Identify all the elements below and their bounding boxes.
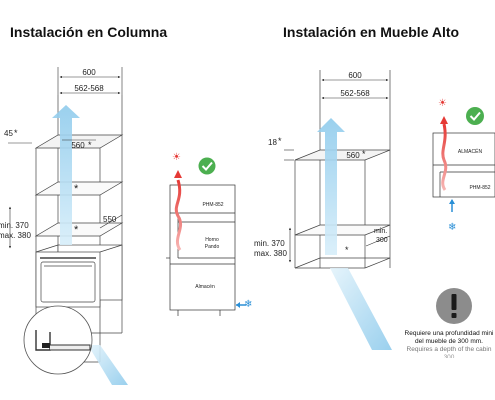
wall-dimension-lines <box>284 78 391 263</box>
column-hot-icon: ☀ <box>172 152 181 163</box>
column-dimension-lines <box>8 67 123 249</box>
column-depth-mid: 550 <box>103 215 117 224</box>
wall-ok-icon <box>466 107 484 125</box>
column-width-outer: 600 <box>82 68 96 77</box>
column-height-45: 45 <box>4 129 13 138</box>
column-detail-label-mid2: Pando <box>205 244 220 250</box>
notice-line-4: 300 <box>443 354 455 358</box>
wall-max-label: max. 380 <box>254 249 287 258</box>
wall-width-inner: 562-568 <box>340 89 370 98</box>
wall-asterisk-18: * <box>278 136 282 146</box>
wall-min-label: min. 370 <box>254 239 285 248</box>
column-asterisk-2: * <box>74 183 79 195</box>
wall-asterisk-low: * <box>345 245 349 255</box>
wall-detail-label-mid: PHM-852 <box>469 185 490 191</box>
column-hot-air <box>174 179 183 251</box>
column-cold-icon: ❄ <box>244 299 252 310</box>
wall-hot-icon: ☀ <box>438 98 447 109</box>
wall-hot-air <box>441 123 448 191</box>
column-airflow-up <box>52 105 80 245</box>
notice-line-1: Requiere una profundidad mini <box>404 330 494 337</box>
column-asterisk-1: * <box>88 140 92 150</box>
notice-line-3: Requires a depth of the cabin <box>406 346 492 353</box>
column-detail-label-top: PHM-852 <box>202 202 223 208</box>
wall-width-outer: 600 <box>348 71 362 80</box>
column-asterisk-45: * <box>14 128 18 138</box>
wall-airflow-bottom <box>330 268 392 350</box>
wall-airflow-up <box>317 118 345 255</box>
wall-min300-1: min. <box>374 228 387 235</box>
column-airflow-bottom <box>88 345 128 385</box>
column-ok-icon <box>198 157 216 175</box>
wall-min300-2: 300 <box>376 237 388 244</box>
column-depth-top: 560 <box>71 141 85 150</box>
wall-cold-icon: ❄ <box>448 222 456 233</box>
notice-line-2: del mueble de 300 mm. <box>415 338 483 345</box>
column-detail-label-mid1: Horno <box>205 237 219 243</box>
column-width-inner: 562-568 <box>74 84 104 93</box>
column-side-detail <box>166 184 236 316</box>
wall-depth: 560 <box>346 151 360 160</box>
column-min-label: min. 370 <box>0 221 29 230</box>
wall-detail-label-top: ALMACÉN <box>458 148 483 155</box>
wall-asterisk-depth: * <box>362 149 366 159</box>
title-column-installation: Instalación en Columna <box>10 24 168 40</box>
column-detail-label-bottom: Almacén <box>195 284 215 290</box>
column-max-label: max. 380 <box>0 231 31 240</box>
wall-height-18: 18 <box>268 138 277 147</box>
column-asterisk-3: * <box>74 224 79 236</box>
column-detail-zoom <box>23 305 93 375</box>
wall-cabinet <box>294 70 391 269</box>
title-wall-cabinet-installation: Instalación en Mueble Alto <box>283 24 460 40</box>
column-cabinet <box>34 95 124 363</box>
notice-text: Requiere una profundidad mini del mueble… <box>403 330 495 358</box>
